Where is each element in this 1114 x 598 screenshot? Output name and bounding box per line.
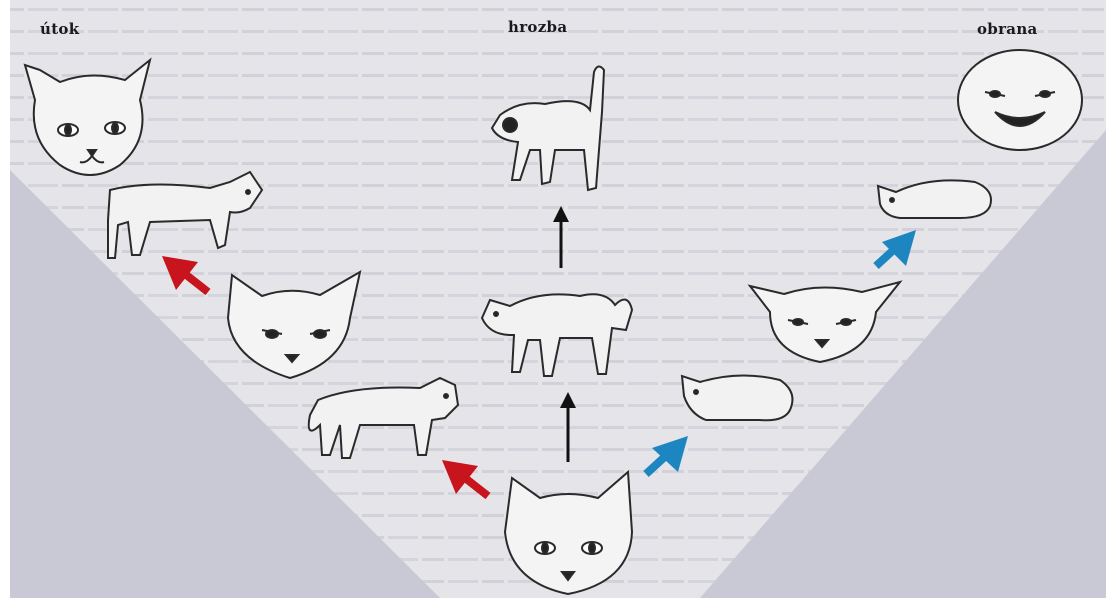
cat-crouched-defense-lower (682, 375, 792, 420)
label-attack: útok (40, 20, 79, 38)
cat-face-defense-top (958, 50, 1082, 150)
left-margin (0, 0, 10, 598)
label-defense: obrana (977, 20, 1038, 38)
label-threat: hrozba (508, 18, 567, 36)
right-margin (1106, 0, 1114, 598)
